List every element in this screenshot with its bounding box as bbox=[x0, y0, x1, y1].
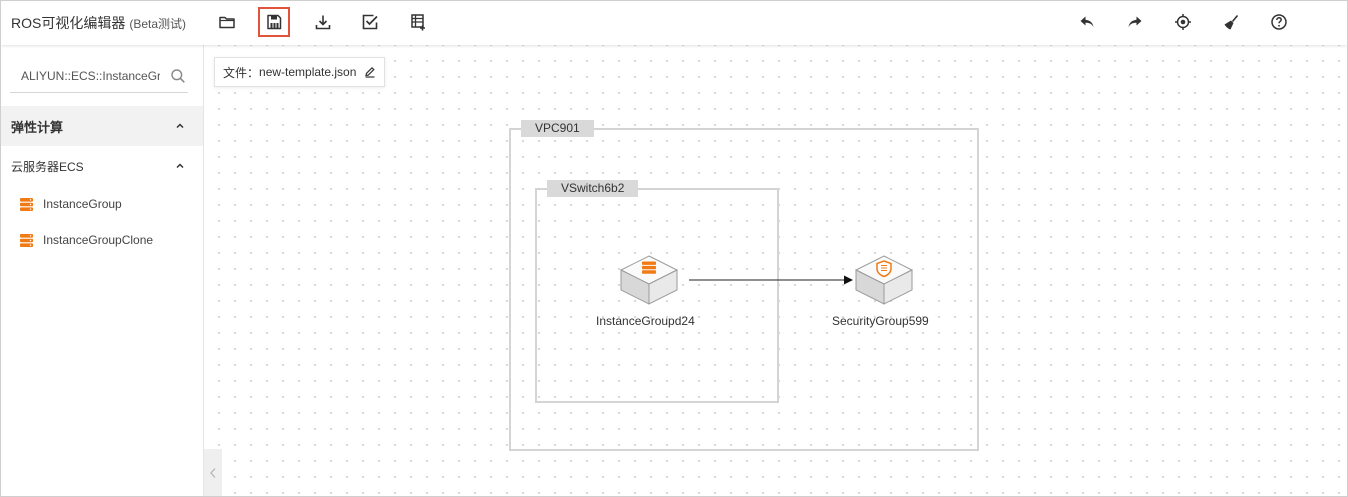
undo-button[interactable] bbox=[1074, 10, 1100, 34]
header: ROS可视化编辑器(Beta测试) bbox=[1, 1, 1347, 45]
app-title: ROS可视化编辑器(Beta测试) bbox=[11, 13, 186, 33]
vswitch-group[interactable] bbox=[535, 188, 779, 403]
locate-button[interactable] bbox=[1170, 10, 1196, 34]
template-add-icon bbox=[411, 14, 425, 31]
checkbox-check-icon bbox=[362, 14, 378, 30]
help-icon bbox=[1271, 14, 1287, 30]
server-stack-icon bbox=[20, 233, 33, 247]
add-template-button[interactable] bbox=[402, 7, 434, 37]
node-instancegroupd24[interactable] bbox=[619, 254, 679, 306]
search-icon[interactable] bbox=[170, 68, 186, 84]
vpc-group-label: VPC901 bbox=[521, 120, 594, 137]
chevron-up-icon bbox=[176, 163, 184, 169]
redo-button[interactable] bbox=[1122, 10, 1148, 34]
subcategory-ecs[interactable]: 云服务器ECS bbox=[1, 146, 203, 186]
subcategory-label: 云服务器ECS bbox=[11, 159, 84, 174]
security-group-node-icon bbox=[854, 255, 914, 305]
node-label-instancegroupd24: InstanceGroupd24 bbox=[596, 314, 695, 328]
node-label-securitygroup599: SecurityGroup599 bbox=[832, 314, 929, 328]
redo-icon bbox=[1128, 16, 1142, 28]
server-stack-icon bbox=[20, 197, 33, 211]
search-input[interactable] bbox=[10, 61, 160, 91]
category-elastic-compute[interactable]: 弹性计算 bbox=[1, 106, 203, 146]
category-label: 弹性计算 bbox=[11, 119, 64, 135]
save-icon bbox=[267, 14, 282, 30]
open-button[interactable] bbox=[211, 7, 243, 37]
design-canvas[interactable] bbox=[205, 45, 1347, 496]
app-subtitle: (Beta测试) bbox=[129, 17, 187, 31]
download-icon bbox=[315, 15, 331, 30]
instance-group-node-icon bbox=[619, 255, 679, 305]
vpc-group[interactable] bbox=[509, 128, 979, 451]
search-box bbox=[10, 61, 188, 93]
file-prefix: 文件： bbox=[223, 65, 260, 80]
resource-item-instancegroup[interactable]: InstanceGroup bbox=[19, 193, 122, 215]
edit-icon[interactable] bbox=[364, 66, 376, 78]
broom-icon bbox=[1224, 14, 1239, 30]
node-securitygroup599[interactable] bbox=[854, 254, 914, 306]
help-button[interactable] bbox=[1266, 10, 1292, 34]
vswitch-group-label: VSwitch6b2 bbox=[547, 180, 639, 197]
app-title-text: ROS可视化编辑器 bbox=[11, 15, 126, 31]
chevron-up-icon bbox=[176, 123, 184, 129]
target-icon bbox=[1175, 14, 1191, 30]
download-button[interactable] bbox=[307, 7, 339, 37]
resource-item-label: InstanceGroup bbox=[43, 197, 122, 211]
sidebar-collapse-handle[interactable] bbox=[204, 449, 222, 496]
file-name: new-template.json bbox=[259, 65, 357, 79]
resource-item-instancegroupclone[interactable]: InstanceGroupClone bbox=[19, 229, 153, 251]
clear-button[interactable] bbox=[1218, 10, 1244, 34]
folder-icon bbox=[219, 16, 235, 29]
undo-icon bbox=[1080, 16, 1094, 28]
validate-button[interactable] bbox=[354, 7, 386, 37]
chevron-left-icon bbox=[210, 468, 216, 478]
save-button[interactable] bbox=[258, 7, 290, 37]
file-name-box: 文件： new-template.json bbox=[214, 57, 385, 87]
resource-sidebar: 弹性计算 云服务器ECS InstanceGroup InstanceGroup… bbox=[1, 45, 204, 496]
resource-item-label: InstanceGroupClone bbox=[43, 233, 154, 247]
